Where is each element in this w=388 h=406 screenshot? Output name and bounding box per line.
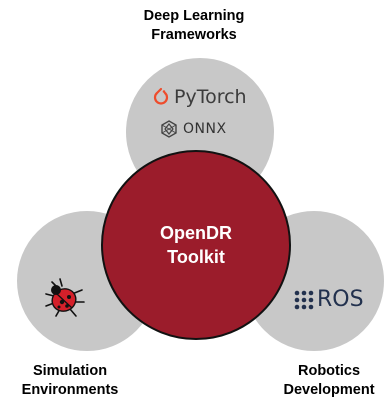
top-label-line2: Frameworks [151, 27, 237, 43]
simulation-label-line2: Environments [21, 382, 119, 398]
center-title-line1: OpenDR [160, 223, 232, 243]
pytorch-text: PyTorch [174, 86, 247, 108]
robotics-label-line2: Development [283, 382, 375, 398]
ros-text: ROS [317, 287, 364, 312]
center-title-line2: Toolkit [167, 247, 225, 267]
ros-dots-icon [294, 290, 314, 310]
robotics-label-line1: Robotics [297, 363, 361, 379]
robotics-label: Robotics Development [271, 362, 387, 400]
simulation-label: Simulation Environments [10, 362, 130, 400]
top-label-line1: Deep Learning [143, 8, 245, 24]
opendr-toolkit-circle: OpenDR Toolkit [101, 150, 291, 340]
onnx-icon [161, 120, 177, 138]
ladybug-icon [45, 278, 85, 317]
onnx-text: ONNX [183, 121, 227, 137]
pytorch-flame-icon [153, 87, 169, 105]
top-label: Deep Learning Frameworks [94, 7, 294, 45]
simulation-label-line1: Simulation [32, 363, 108, 379]
